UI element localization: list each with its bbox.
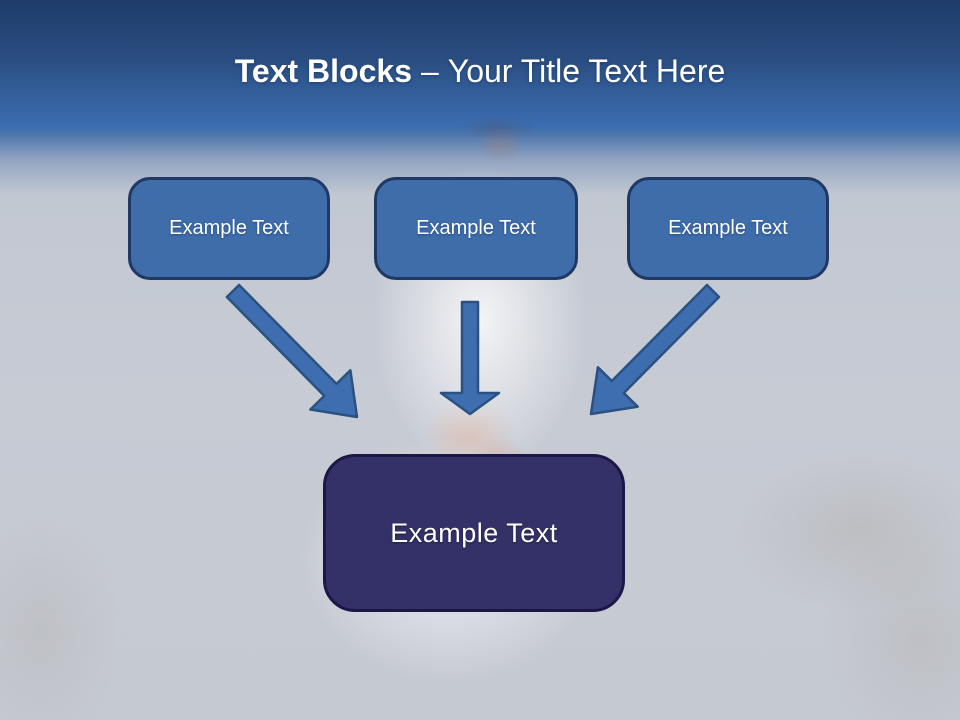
text-block-3: Example Text	[627, 177, 829, 280]
central-text-block: Example Text	[323, 454, 625, 612]
text-block-1-label: Example Text	[169, 217, 289, 239]
slide-title: Text Blocks – Your Title Text Here	[0, 53, 960, 90]
slide-title-regular: Your Title Text Here	[447, 53, 726, 89]
slide-title-dash: –	[420, 53, 439, 89]
text-block-3-label: Example Text	[668, 217, 788, 239]
slide-title-bold: Text Blocks	[234, 53, 412, 89]
text-block-2-label: Example Text	[416, 217, 536, 239]
text-block-1: Example Text	[128, 177, 330, 280]
text-block-2: Example Text	[374, 177, 578, 280]
central-text-block-label: Example Text	[390, 517, 558, 548]
